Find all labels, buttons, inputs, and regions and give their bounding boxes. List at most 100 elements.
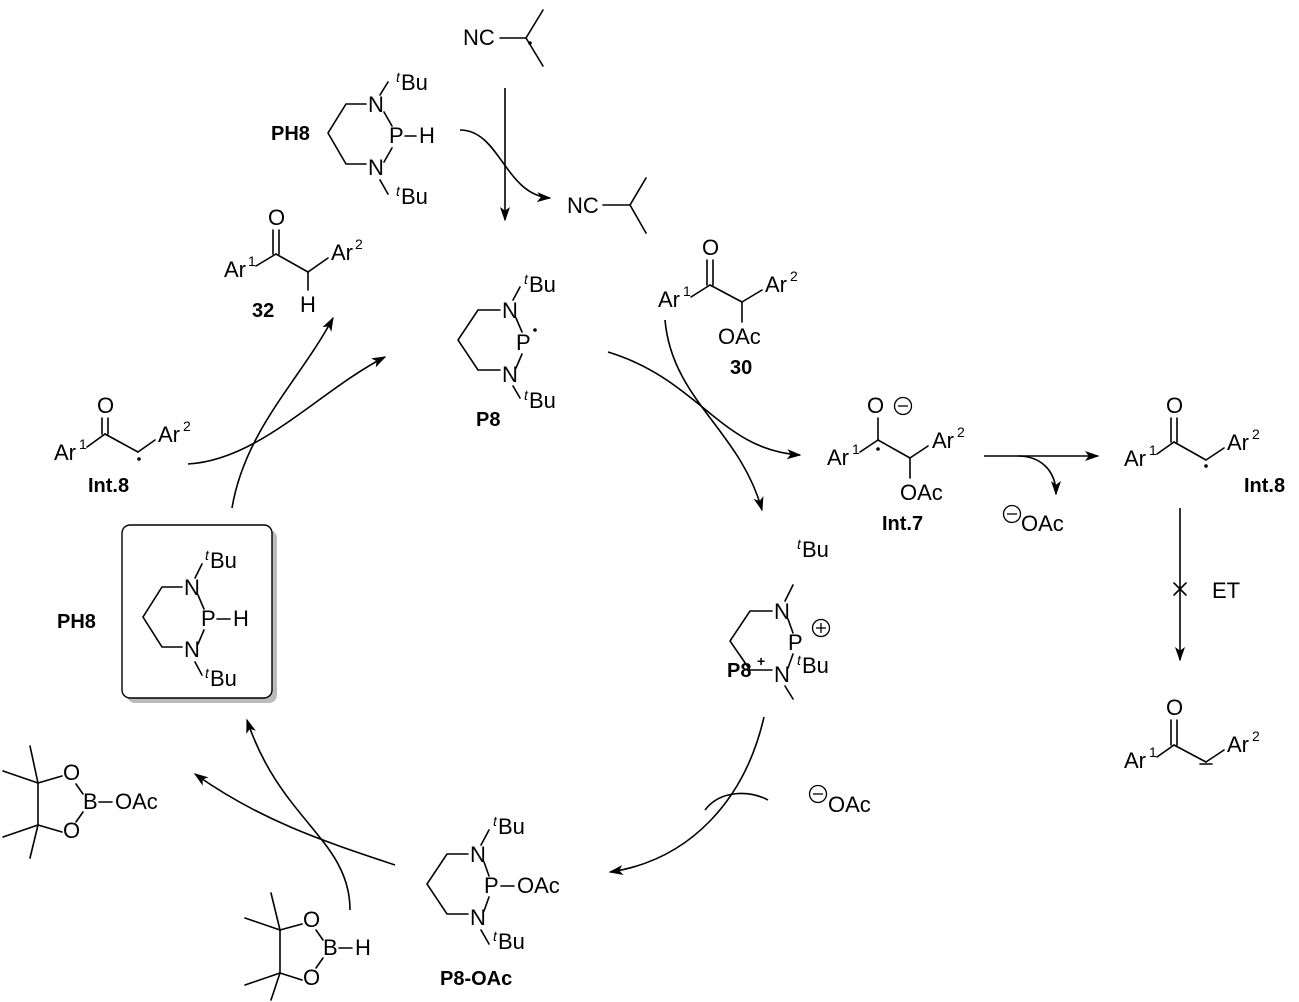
svg-text:N: N bbox=[502, 298, 518, 323]
radical-dot bbox=[533, 328, 537, 332]
arrow-p8-to-int7 bbox=[607, 351, 802, 460]
svg-text:O: O bbox=[1166, 393, 1183, 418]
compound-label-30: 30 bbox=[730, 357, 752, 379]
svg-text:N: N bbox=[368, 155, 384, 180]
svg-text:1: 1 bbox=[852, 441, 860, 457]
svg-text:Bu: Bu bbox=[802, 653, 829, 678]
svg-text:N: N bbox=[184, 637, 200, 662]
compound-label-int8: Int.8 bbox=[1244, 475, 1285, 497]
svg-text:Bu: Bu bbox=[210, 666, 237, 691]
svg-text:Bu: Bu bbox=[401, 70, 428, 95]
svg-text:N: N bbox=[774, 599, 790, 624]
svg-text:2: 2 bbox=[790, 268, 798, 284]
ph8-top-structure: PH8 N P H N t Bu t Bu bbox=[271, 69, 435, 209]
arrow-acetate-in bbox=[704, 792, 769, 811]
svg-text:N: N bbox=[470, 842, 486, 867]
intermediate-int8-left: O Ar 1 Ar 2 Int.8 bbox=[54, 393, 191, 497]
ph8-catalyst-box: PH8 N P H N t Bu t Bu bbox=[57, 524, 277, 703]
compound-label-p8: P8 bbox=[476, 409, 500, 431]
acetate-bottom: OAc bbox=[808, 784, 871, 817]
svg-text:t: t bbox=[205, 665, 210, 681]
svg-text:OAc: OAc bbox=[718, 324, 761, 349]
svg-text:N: N bbox=[368, 92, 384, 117]
compound-label-p8-oac: P8-OAc bbox=[440, 968, 512, 990]
svg-text:P: P bbox=[389, 123, 404, 148]
svg-text:P: P bbox=[201, 606, 216, 631]
svg-text:t: t bbox=[396, 69, 401, 85]
svg-text:H: H bbox=[233, 606, 249, 631]
compound-label-ph8: PH8 bbox=[271, 123, 310, 145]
substrate-30: O Ar 1 Ar 2 OAc 30 bbox=[658, 235, 798, 379]
svg-text:N: N bbox=[774, 662, 790, 687]
blocked-cross-icon bbox=[1173, 582, 1187, 596]
p8-cation-structure: N P N t Bu t Bu P8 + bbox=[727, 536, 831, 700]
radical-dot bbox=[1204, 464, 1208, 468]
arrow-p8oac-to-ph8 bbox=[193, 773, 396, 866]
svg-text:Ar: Ar bbox=[1227, 430, 1249, 455]
svg-text:t: t bbox=[493, 813, 498, 829]
svg-text:Ar: Ar bbox=[331, 240, 353, 265]
intermediate-int7: O Ar 1 Ar 2 OAc Int.7 bbox=[827, 393, 965, 535]
svg-text:Ar: Ar bbox=[1227, 732, 1249, 757]
svg-text:Bu: Bu bbox=[498, 814, 525, 839]
et-label: ET bbox=[1212, 578, 1240, 603]
svg-text:t: t bbox=[524, 271, 529, 287]
arrow-hbpin-to-ph8 bbox=[246, 718, 351, 911]
svg-text:Ar: Ar bbox=[54, 440, 76, 465]
compound-label-ph8-boxed: PH8 bbox=[57, 611, 96, 633]
svg-text:1: 1 bbox=[683, 283, 691, 299]
svg-text:Ar: Ar bbox=[827, 445, 849, 470]
radical-dot bbox=[528, 41, 532, 45]
arrow-p8plus-to-p8oac bbox=[608, 716, 765, 876]
svg-text:Bu: Bu bbox=[498, 929, 525, 954]
svg-text:P: P bbox=[516, 330, 531, 355]
svg-text:OAc: OAc bbox=[1021, 511, 1064, 536]
svg-text:Ar: Ar bbox=[658, 287, 680, 312]
svg-text:2: 2 bbox=[957, 424, 965, 440]
svg-text:t: t bbox=[396, 183, 401, 199]
svg-text:Ar: Ar bbox=[158, 422, 180, 447]
svg-text:P: P bbox=[788, 630, 803, 655]
svg-text:O: O bbox=[97, 393, 114, 418]
acetate-right: OAc bbox=[1002, 504, 1064, 536]
svg-text:2: 2 bbox=[1252, 728, 1260, 744]
svg-text:N: N bbox=[470, 905, 486, 930]
svg-text:OAc: OAc bbox=[517, 873, 560, 898]
svg-text:Ar: Ar bbox=[1124, 446, 1146, 471]
svg-text:O: O bbox=[303, 907, 320, 932]
svg-text:O: O bbox=[268, 205, 285, 230]
acobpin-structure: O B OAc O bbox=[2, 745, 158, 859]
svg-text:O: O bbox=[303, 965, 320, 990]
svg-text:+: + bbox=[757, 653, 765, 669]
svg-text:2: 2 bbox=[183, 418, 191, 434]
plus-charge-icon bbox=[811, 618, 831, 638]
svg-text:t: t bbox=[797, 652, 802, 668]
hbpin-structure: O B H O bbox=[244, 892, 371, 1001]
svg-text:t: t bbox=[524, 387, 529, 403]
svg-text:O: O bbox=[702, 235, 719, 260]
arrow-int8-to-p8 bbox=[187, 356, 387, 465]
svg-text:O: O bbox=[63, 818, 80, 843]
svg-text:H: H bbox=[300, 292, 316, 317]
svg-text:H: H bbox=[419, 123, 435, 148]
svg-text:OAc: OAc bbox=[900, 480, 943, 505]
svg-text:P: P bbox=[484, 873, 499, 898]
initiator-product: NC bbox=[567, 177, 647, 234]
initiator-radical: NC bbox=[463, 9, 544, 67]
svg-text:N: N bbox=[502, 362, 518, 387]
svg-text:Ar: Ar bbox=[1124, 748, 1146, 773]
svg-text:N: N bbox=[184, 575, 200, 600]
svg-text:Bu: Bu bbox=[210, 548, 237, 573]
svg-text:1: 1 bbox=[79, 436, 87, 452]
svg-text:Bu: Bu bbox=[529, 388, 556, 413]
svg-text:2: 2 bbox=[355, 236, 363, 252]
svg-text:OAc: OAc bbox=[828, 792, 871, 817]
svg-text:H: H bbox=[355, 935, 371, 960]
svg-text:1: 1 bbox=[1149, 442, 1157, 458]
svg-text:Ar: Ar bbox=[765, 272, 787, 297]
radical-dot bbox=[137, 457, 141, 461]
carbanion-product: O Ar 1 Ar 2 bbox=[1124, 695, 1260, 773]
compound-label-int8-left: Int.8 bbox=[88, 475, 129, 497]
svg-text:O: O bbox=[867, 393, 884, 418]
